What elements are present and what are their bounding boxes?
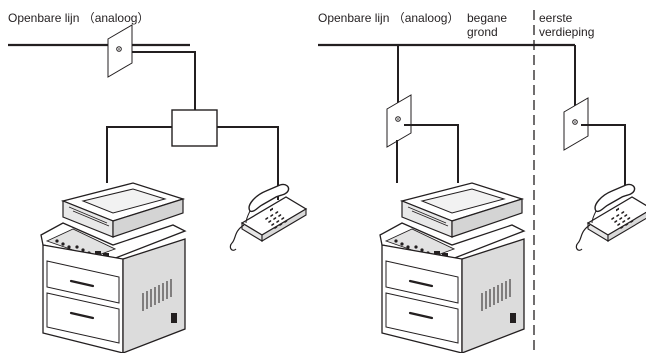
multifunction-printer-icon	[39, 181, 187, 353]
left-diagram	[8, 24, 307, 353]
left-splitter-to-printer	[106, 126, 172, 183]
right-line-label: Openbare lijn （analoog）	[318, 11, 460, 25]
wall-jack-icon	[107, 24, 133, 78]
left-line-label: Openbare lijn （analoog）	[8, 11, 150, 25]
ground-floor-label-1: begane	[467, 11, 508, 25]
telephone-icon	[229, 183, 307, 252]
splitter-box	[171, 109, 218, 147]
right-diagram	[318, 10, 646, 353]
wall-jack-icon	[386, 94, 412, 148]
first-floor-label-2: verdieping	[539, 25, 595, 39]
first-floor-label-1: eerste	[539, 11, 573, 25]
left-splitter-to-phone	[217, 126, 279, 200]
ground-floor-label-2: grond	[467, 25, 498, 39]
left-jack-to-splitter	[119, 51, 196, 110]
right-jack-to-phone-ground	[404, 124, 459, 183]
multifunction-printer-icon	[378, 181, 526, 353]
telephone-icon	[575, 183, 646, 252]
right-jack-to-phone-first	[581, 124, 626, 190]
